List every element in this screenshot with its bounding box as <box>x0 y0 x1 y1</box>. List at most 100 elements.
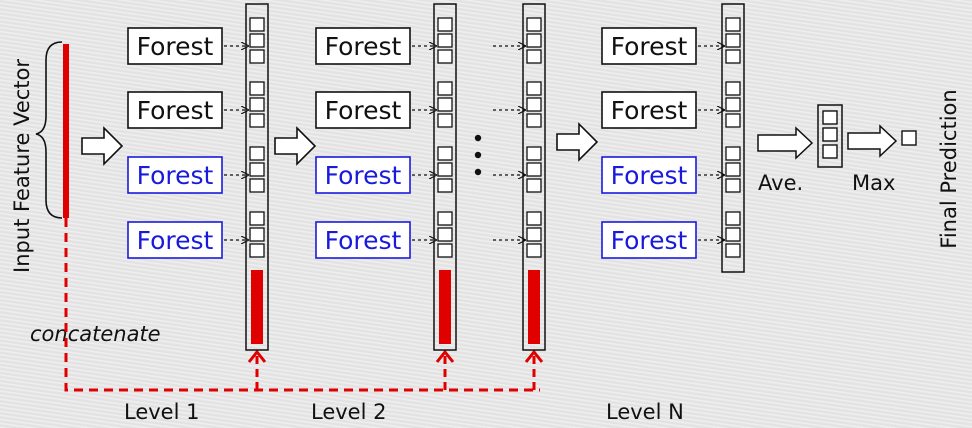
class-vector-cell <box>249 81 265 96</box>
ellipsis-dot <box>474 151 482 159</box>
class-vector-cell <box>526 178 542 193</box>
class-vector-cell <box>437 243 453 258</box>
class-vector-cell <box>725 243 741 258</box>
class-vector-cell <box>249 178 265 193</box>
forest-label: Forest <box>325 32 402 61</box>
level-label: Level N <box>606 400 684 424</box>
forest-box <box>127 91 223 129</box>
class-vector-cell <box>526 33 542 48</box>
class-vector-column <box>721 3 745 273</box>
class-vector-cell <box>249 97 265 112</box>
class-vector-cell <box>526 113 542 128</box>
ellipsis-dot <box>474 134 482 142</box>
class-vector-cell <box>437 81 453 96</box>
class-vector-cell <box>526 49 542 64</box>
forest-box <box>127 27 223 65</box>
forest-label: Forest <box>325 226 402 255</box>
final-prediction-box <box>901 130 917 146</box>
class-vector-cell <box>725 162 741 177</box>
forest-label: Forest <box>611 226 688 255</box>
ellipsis-dot <box>474 168 482 176</box>
level-labels: Level 1 Level 2 Level N <box>124 400 684 424</box>
concatenate-arrowhead <box>524 349 544 363</box>
concatenate-arrowhead <box>435 349 455 363</box>
class-vector-cell <box>725 17 741 32</box>
class-vector-cell <box>526 17 542 32</box>
class-vector-cell <box>437 49 453 64</box>
averaged-vector <box>817 104 843 168</box>
class-vector-cell <box>526 243 542 258</box>
augmented-feature-bar <box>439 270 451 344</box>
forest-label: Forest <box>137 96 214 125</box>
forest-label: Forest <box>611 96 688 125</box>
stage-arrow <box>274 126 317 166</box>
forest-label: Forest <box>137 161 214 190</box>
max-arrow <box>847 124 898 158</box>
forest-box <box>127 221 223 259</box>
concatenate-risers <box>247 349 544 390</box>
class-vector-cell <box>725 113 741 128</box>
forest-label: Forest <box>325 96 402 125</box>
forest-layer: ForestForestForestForestForestForestFore… <box>127 27 697 259</box>
class-vector-cell <box>725 178 741 193</box>
class-vector-cell <box>249 17 265 32</box>
arrow-layer <box>81 46 724 240</box>
class-vector-cell <box>249 113 265 128</box>
class-vector-cell <box>725 49 741 64</box>
forest-box <box>601 91 697 129</box>
concatenate-label: concatenate <box>30 322 161 346</box>
forest-box <box>315 221 411 259</box>
stage-arrow <box>556 122 599 162</box>
class-vector-cell <box>249 227 265 242</box>
level-label: Level 2 <box>311 400 386 424</box>
forest-box <box>315 27 411 65</box>
class-vector-cell <box>437 227 453 242</box>
ave-arrow <box>757 126 814 160</box>
forest-label: Forest <box>325 161 402 190</box>
forest-label: Forest <box>611 161 688 190</box>
class-vector-cell <box>526 211 542 226</box>
augmented-feature-bar <box>528 270 540 344</box>
forest-box <box>601 156 697 194</box>
class-vector-cell <box>725 33 741 48</box>
class-vector-cell <box>249 162 265 177</box>
input-vector-bar <box>63 44 69 218</box>
class-vector-cell <box>725 97 741 112</box>
class-vector-cell <box>249 49 265 64</box>
class-vector-cell <box>725 227 741 242</box>
class-vector-cell <box>249 243 265 258</box>
concatenate-path <box>64 218 540 392</box>
class-vector-cell <box>437 33 453 48</box>
class-vector-cell <box>526 227 542 242</box>
class-vector-cell <box>249 211 265 226</box>
forest-box <box>601 221 697 259</box>
class-vector-cell <box>526 162 542 177</box>
class-vector-cell <box>526 146 542 161</box>
class-vector-cell <box>725 81 741 96</box>
class-vector-cell <box>526 97 542 112</box>
class-vector-cell <box>437 146 453 161</box>
input-brace <box>35 41 63 219</box>
level-label: Level 1 <box>124 400 199 424</box>
class-vector-cell <box>526 81 542 96</box>
class-vector-cell <box>437 17 453 32</box>
concatenate-arrowhead <box>247 349 267 363</box>
forest-label: Forest <box>611 32 688 61</box>
class-vector-cell <box>249 146 265 161</box>
input-feature-vector-label: Input Feature Vector <box>10 59 34 273</box>
augmented-feature-bar <box>251 270 263 344</box>
class-vector-cell <box>437 211 453 226</box>
vector-layer <box>245 3 745 351</box>
class-vector-cell <box>437 97 453 112</box>
forest-box <box>127 156 223 194</box>
forest-box <box>601 27 697 65</box>
class-vector-cell <box>437 162 453 177</box>
forest-box <box>315 91 411 129</box>
max-label: Max <box>852 171 895 195</box>
stage-arrow <box>81 126 124 166</box>
forest-label: Forest <box>137 32 214 61</box>
class-vector-cell <box>725 211 741 226</box>
final-prediction-label: Final Prediction <box>937 89 961 248</box>
ave-label: Ave. <box>758 171 803 195</box>
